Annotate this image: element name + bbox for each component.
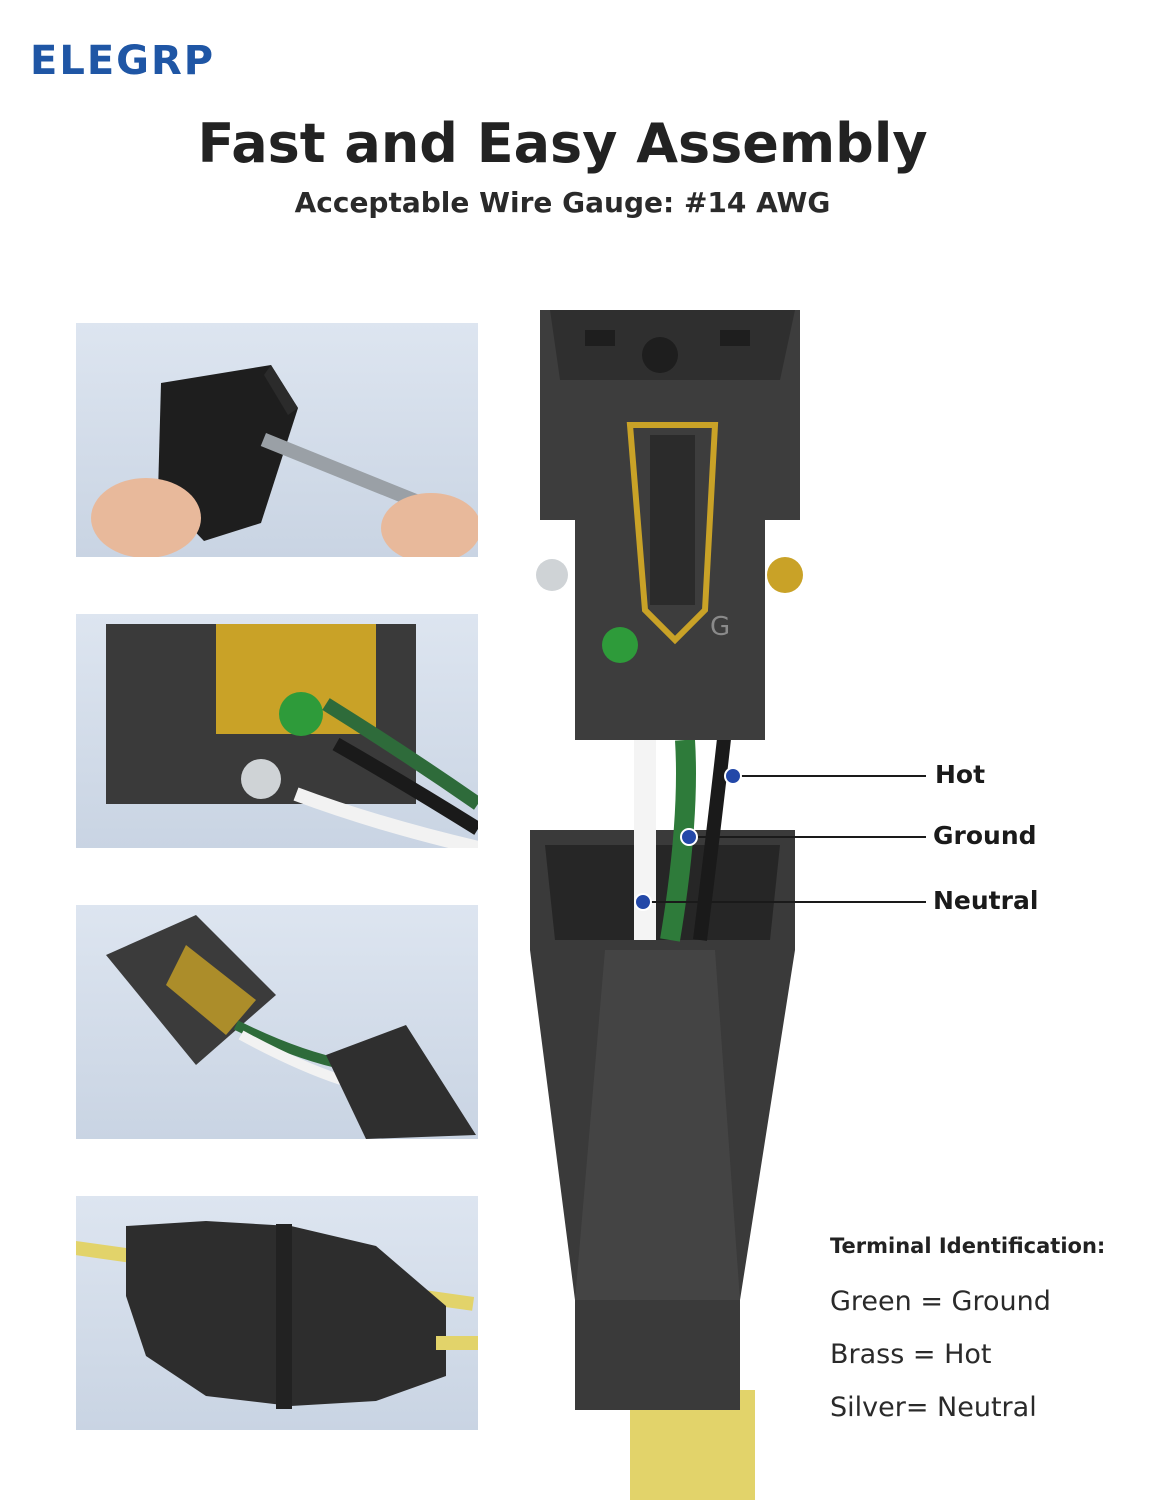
page-subtitle: Acceptable Wire Gauge: #14 AWG xyxy=(294,186,831,219)
callout-ground: Ground xyxy=(933,821,1037,850)
callout-dot-neutral xyxy=(634,893,652,911)
main-connector-illustration: G xyxy=(530,310,803,1500)
brand-logo: ELEGRP xyxy=(30,38,216,84)
assembled-illustration xyxy=(76,1221,478,1409)
panel-assembled-connector xyxy=(76,1196,478,1430)
panel-insert-into-housing xyxy=(76,905,478,1139)
callout-dot-hot xyxy=(724,767,742,785)
ground-letter: G xyxy=(710,612,730,642)
legend-item-green: Green = Ground xyxy=(830,1286,1051,1317)
callout-neutral: Neutral xyxy=(933,886,1039,915)
callout-line-neutral xyxy=(644,901,926,903)
screwdriver-illustration xyxy=(91,365,478,557)
callout-line-ground xyxy=(690,836,926,838)
legend-item-silver: Silver= Neutral xyxy=(830,1392,1037,1423)
insertion-illustration xyxy=(106,915,476,1139)
page-title: Fast and Easy Assembly xyxy=(197,112,928,175)
callout-line-hot xyxy=(734,775,926,777)
terminal-identification-heading: Terminal Identification: xyxy=(830,1234,1106,1258)
callout-hot: Hot xyxy=(935,760,986,789)
legend-item-brass: Brass = Hot xyxy=(830,1339,992,1370)
wiring-closeup-illustration xyxy=(106,624,478,848)
panel-terminal-wiring-closeup xyxy=(76,614,478,848)
panel-screwdriver-step xyxy=(76,323,478,557)
callout-dot-ground xyxy=(680,828,698,846)
